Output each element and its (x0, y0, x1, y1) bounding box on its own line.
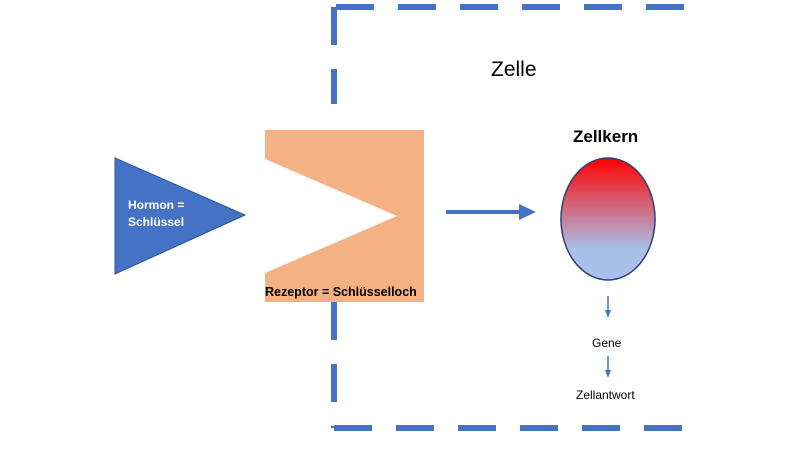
hormone-label: Hormon = Schlüssel (128, 197, 184, 231)
nucleus-ellipse (560, 157, 656, 281)
hormone-label-line1: Hormon = (128, 198, 185, 212)
receptor-label: Rezeptor = Schlüsselloch (265, 285, 417, 299)
signal-arrow (446, 204, 536, 220)
receptor-shape (265, 130, 424, 302)
cell-membrane (331, 4, 684, 431)
hormone-label-line2: Schlüssel (128, 215, 185, 229)
gene-label: Gene (592, 336, 622, 350)
hormone-triangle (114, 157, 247, 275)
cell-response-label: Zellantwort (576, 388, 635, 402)
cell-label: Zelle (491, 58, 537, 81)
gene-to-response-arrow (605, 356, 611, 378)
nucleus-to-gene-arrow (605, 296, 611, 318)
nucleus-title: Zellkern (573, 127, 639, 146)
